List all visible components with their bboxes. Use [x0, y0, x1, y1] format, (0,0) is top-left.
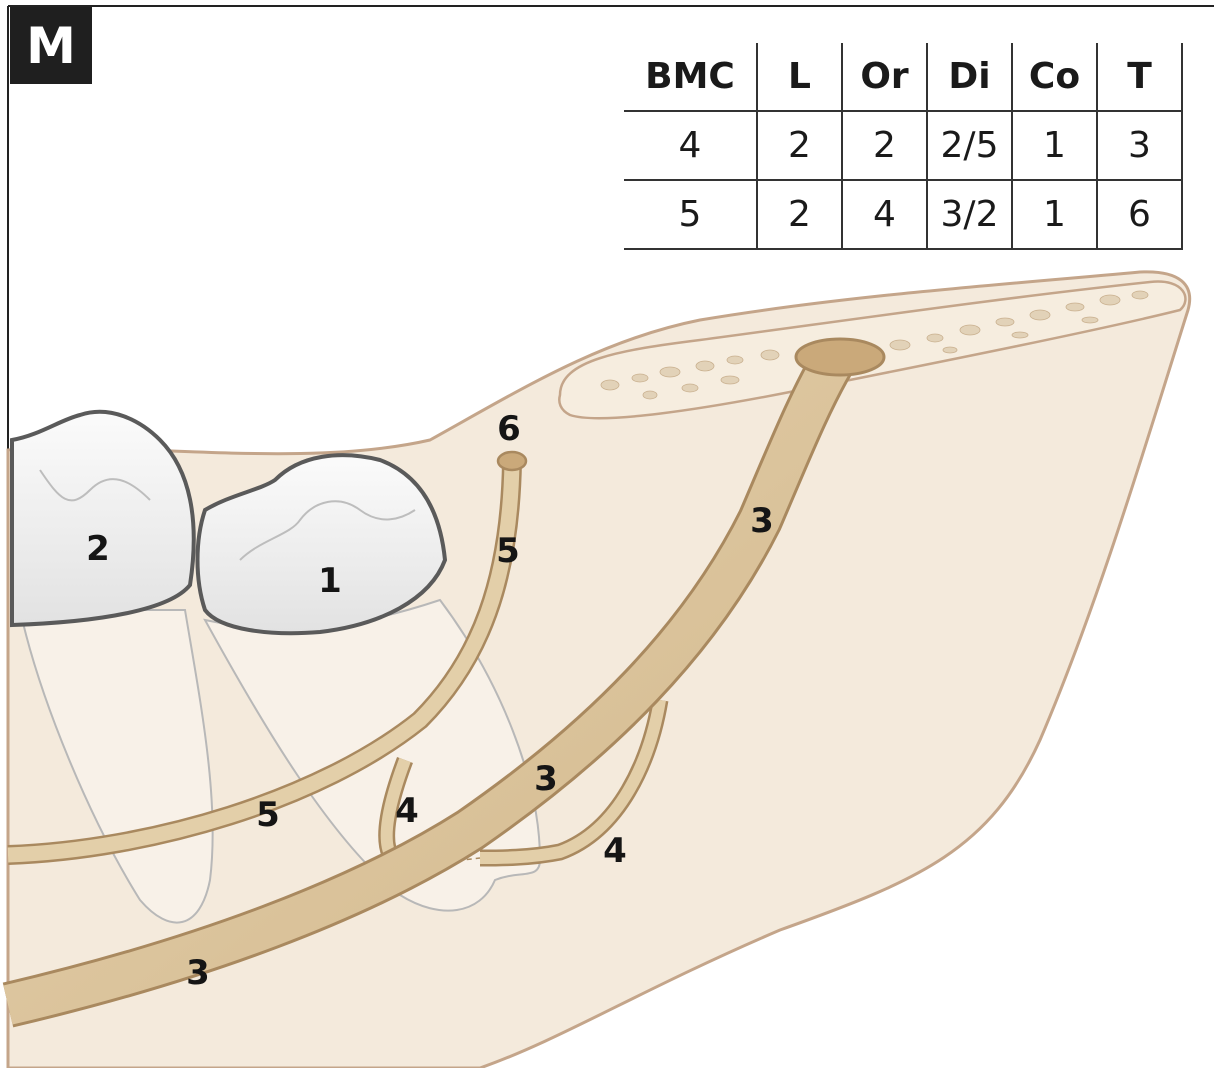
cell-row1-di: 2/5 [927, 111, 1012, 180]
cell-row1-or: 2 [842, 111, 927, 180]
bmc-table-header-row: BMC L Or Di Co T [624, 43, 1182, 111]
tooth-2-crown [12, 412, 194, 625]
cell-row1-bmc: 4 [624, 111, 757, 180]
bmc-table-row: 5 2 4 3/2 1 6 [624, 180, 1182, 249]
cell-row1-t: 3 [1097, 111, 1182, 180]
label-branch-4-left: 4 [395, 791, 419, 831]
header-or: Or [842, 43, 927, 111]
label-canal-3-upper: 3 [750, 501, 774, 541]
cell-row1-co: 1 [1012, 111, 1097, 180]
label-canal-6: 6 [497, 409, 521, 449]
label-canal-3-lower: 3 [186, 953, 210, 993]
bmc-table-row: 4 2 2 2/5 1 3 [624, 111, 1182, 180]
panel-label-badge: M [10, 7, 92, 84]
label-branch-4-right: 4 [603, 831, 627, 871]
cell-row2-co: 1 [1012, 180, 1097, 249]
canal-3-opening [796, 339, 884, 375]
label-tooth-2: 2 [86, 529, 110, 569]
cell-row2-l: 2 [757, 180, 842, 249]
label-canal-5-upper: 5 [496, 531, 520, 571]
cell-row1-l: 2 [757, 111, 842, 180]
label-canal-3-middle: 3 [534, 759, 558, 799]
canal-6-opening [498, 452, 526, 470]
bmc-table: BMC L Or Di Co T 4 2 2 2/5 1 3 5 2 4 3/2… [624, 43, 1183, 250]
cell-row2-di: 3/2 [927, 180, 1012, 249]
header-co: Co [1012, 43, 1097, 111]
cell-row2-bmc: 5 [624, 180, 757, 249]
cell-row2-t: 6 [1097, 180, 1182, 249]
header-di: Di [927, 43, 1012, 111]
header-t: T [1097, 43, 1182, 111]
header-l: L [757, 43, 842, 111]
label-canal-5-lower: 5 [256, 795, 280, 835]
cell-row2-or: 4 [842, 180, 927, 249]
header-bmc: BMC [624, 43, 757, 111]
label-tooth-1: 1 [318, 561, 342, 601]
